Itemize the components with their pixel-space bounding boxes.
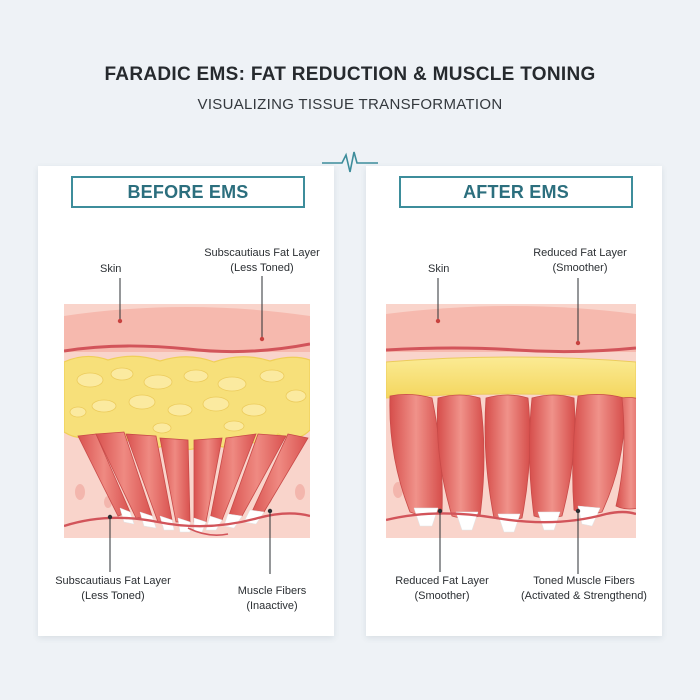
tissue-cross-section-before [64, 276, 310, 574]
muscle-fibers-after [389, 394, 636, 521]
before-ems-panel: BEFORE EMS [38, 166, 334, 636]
skin-vessel [386, 346, 636, 354]
panel-title-after: AFTER EMS [399, 176, 633, 208]
heartbeat-icon [322, 151, 378, 173]
blood-vessel [64, 512, 310, 528]
fat-layer [386, 356, 636, 399]
label-fat-layer-bottom-before: Subscautiaus Fat Layer (Less Toned) [55, 575, 171, 602]
label-muscle-fibers-before: Muscle Fibers (Inaactive) [237, 585, 307, 612]
panel-title-before: BEFORE EMS [71, 176, 305, 208]
skin-vessel [64, 342, 310, 354]
label-fat-layer-top-after: Reduced Fat Layer (Smoother) [533, 247, 627, 274]
page-subtitle: VISUALIZING TISSUE TRANSFORMATION [197, 96, 503, 113]
muscle-fibers-before [77, 431, 309, 523]
label-skin-after: Skin [428, 263, 450, 275]
skin-layer [386, 306, 636, 352]
tissue-cross-section-after [386, 278, 636, 574]
label-fat-layer-bottom-after: Reduced Fat Layer (Smoother) [395, 575, 489, 602]
label-skin-before: Skin [100, 263, 122, 275]
label-fat-layer-top-before: Subscautiaus Fat Layer (Less Toned) [204, 247, 320, 274]
blood-vessel [386, 510, 636, 524]
page-title: FARADIC EMS: FAT REDUCTION & MUSCLE TONI… [104, 64, 596, 85]
after-ems-panel: AFTER EMS [366, 166, 662, 636]
label-muscle-fibers-after: Toned Muscle Fibers (Activated & Strengt… [521, 575, 647, 602]
skin-layer [64, 307, 310, 352]
